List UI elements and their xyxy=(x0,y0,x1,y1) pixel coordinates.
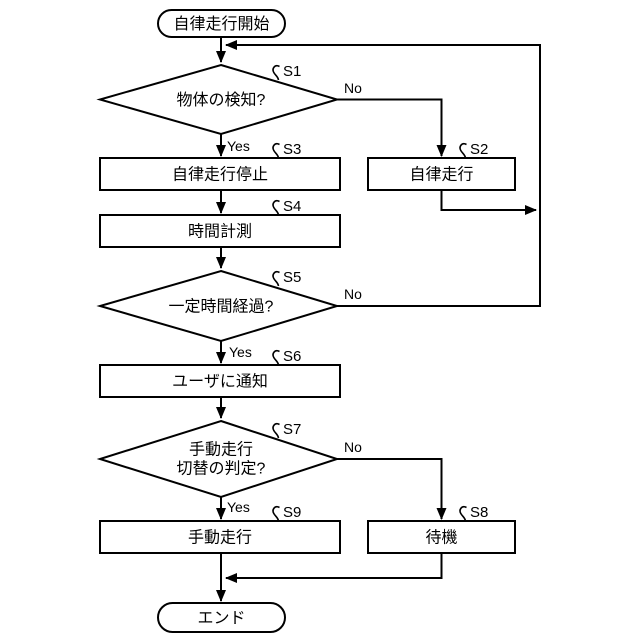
step-label-s1: S1 xyxy=(283,63,301,80)
branch-label-s5-no: No xyxy=(344,286,362,302)
decision-s7 xyxy=(96,419,341,499)
branch-label-s7-no: No xyxy=(344,439,362,455)
edge-s7-no-to-s8 xyxy=(337,458,447,520)
leader-squiggle-s9 xyxy=(272,505,281,522)
end-terminal xyxy=(157,602,286,633)
end-label: エンド xyxy=(197,610,245,627)
edge-loop-return xyxy=(225,40,541,307)
leader-squiggle-s6 xyxy=(272,349,281,366)
start-terminal xyxy=(157,9,286,38)
edge-s8-merge xyxy=(225,553,443,583)
step-label-s5: S5 xyxy=(283,269,301,286)
process-s9 xyxy=(99,520,341,554)
leader-squiggle-s7 xyxy=(272,422,281,439)
decision-s7-label-line2: 切替の判定? xyxy=(177,460,266,478)
decision-s5 xyxy=(96,269,341,343)
leader-squiggle-s1 xyxy=(272,64,281,81)
leader-squiggle-s2 xyxy=(459,142,468,159)
decision-s5-label: 一定時間経過? xyxy=(169,298,274,316)
start-label: 自律走行開始 xyxy=(173,15,269,33)
decision-s1 xyxy=(96,63,341,136)
leader-squiggle-s3 xyxy=(272,142,281,159)
process-s4-label: 時間計測 xyxy=(188,223,252,241)
decision-s1-label: 物体の検知? xyxy=(177,91,266,109)
step-label-s3: S3 xyxy=(283,141,301,158)
step-label-s8: S8 xyxy=(470,504,488,521)
decision-s7-label-line1: 手動走行 xyxy=(189,441,253,459)
process-s4 xyxy=(99,214,341,248)
branch-label-s7-yes: Yes xyxy=(227,499,250,515)
process-s6 xyxy=(99,364,341,398)
step-label-s7: S7 xyxy=(283,421,301,438)
process-s8-label: 待機 xyxy=(425,529,457,547)
branch-label-s1-yes: Yes xyxy=(227,138,250,154)
edge-s2-to-loop xyxy=(440,190,537,215)
process-s3 xyxy=(99,157,341,191)
leader-squiggle-s5 xyxy=(272,270,281,287)
step-label-s2: S2 xyxy=(470,141,488,158)
step-label-s9: S9 xyxy=(283,504,301,521)
process-s3-label: 自律走行停止 xyxy=(172,166,268,184)
process-s6-label: ユーザに通知 xyxy=(172,373,268,391)
process-s9-label: 手動走行 xyxy=(188,529,252,547)
process-s2 xyxy=(367,157,516,191)
process-s8 xyxy=(367,520,516,554)
step-label-s6: S6 xyxy=(283,348,301,365)
leader-squiggle-s8 xyxy=(459,505,468,522)
leader-squiggle-s4 xyxy=(272,199,281,216)
branch-label-s5-yes: Yes xyxy=(229,344,252,360)
edge-s1-no-to-s2 xyxy=(337,98,447,157)
process-s2-label: 自律走行 xyxy=(409,166,473,184)
step-label-s4: S4 xyxy=(283,198,301,215)
branch-label-s1-no: No xyxy=(344,80,362,96)
